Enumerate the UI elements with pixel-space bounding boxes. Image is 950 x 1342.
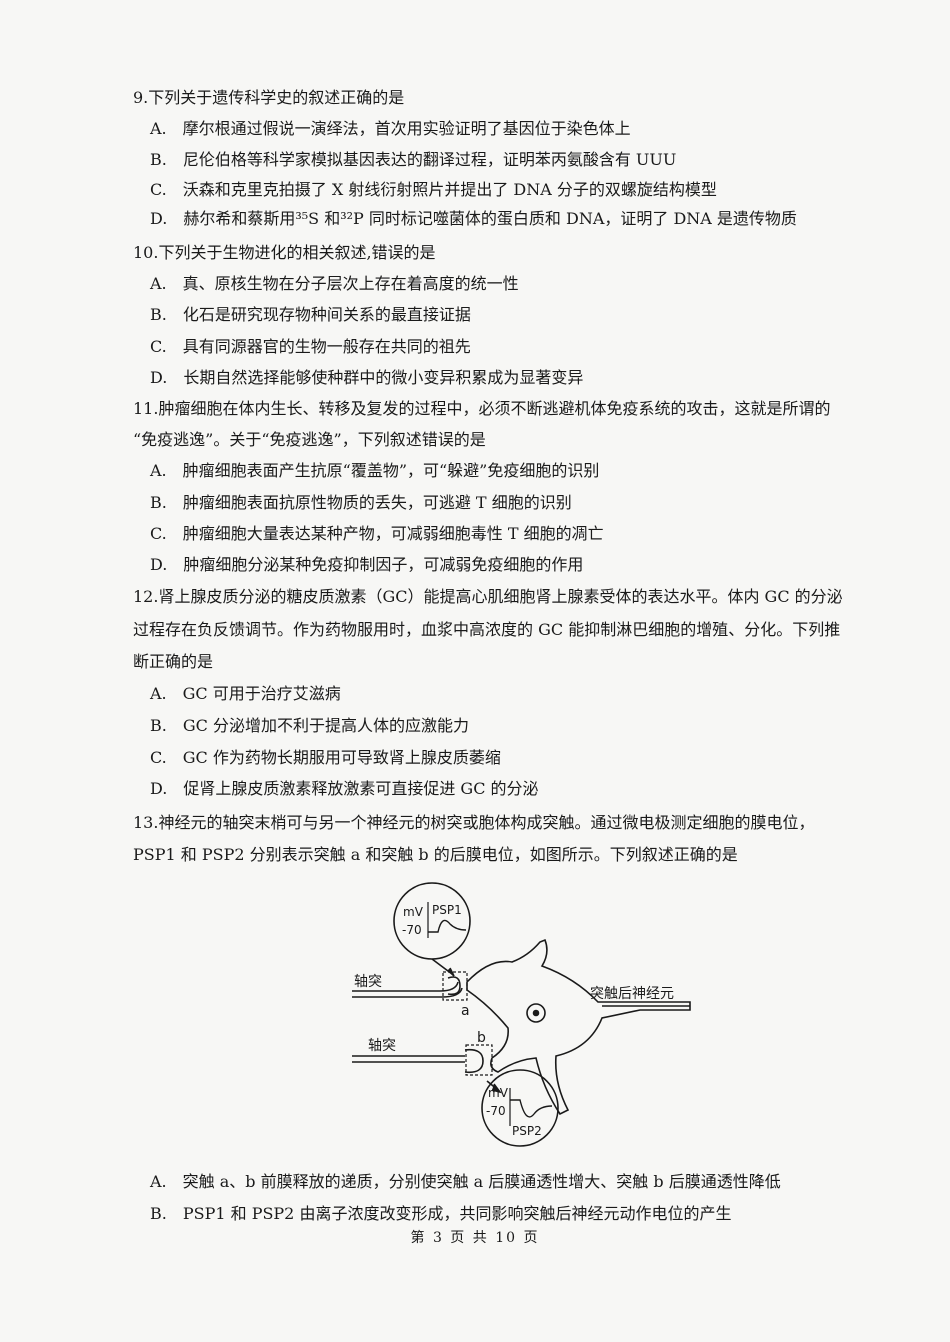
synapse-b-label: b: [477, 1030, 486, 1046]
psp2-unit: mV: [488, 1086, 509, 1100]
question-10-option-c: C. 具有同源器官的生物一般存在共同的祖先: [150, 337, 471, 356]
question-12-stem-line-3: 断正确的是: [133, 652, 214, 671]
question-11-stem-line-2: “免疫逃逸”。关于“免疫逃逸”，下列叙述错误的是: [133, 430, 486, 449]
psp2-value: -70: [486, 1104, 506, 1118]
question-11-option-d: D. 肿瘤细胞分泌某种免疫抑制因子，可减弱免疫细胞的作用: [150, 555, 584, 574]
question-13-stem-line-2: PSP1 和 PSP2 分别表示突触 a 和突触 b 的后膜电位，如图所示。下列…: [133, 845, 738, 864]
question-9-option-c: C. 沃森和克里克拍摄了 X 射线衍射照片并提出了 DNA 分子的双螺旋结构模型: [150, 180, 717, 199]
question-9-option-d: D. 赫尔希和蔡斯用³⁵S 和³²P 同时标记噬菌体的蛋白质和 DNA，证明了 …: [150, 209, 797, 228]
axon-upper: [352, 981, 459, 992]
postsynaptic-neuron-label: 突触后神经元: [590, 986, 674, 1002]
psp1-trace: [428, 919, 467, 933]
psp2-name: PSP2: [512, 1124, 542, 1138]
psp1-unit: mV: [403, 905, 424, 919]
question-10-option-b: B. 化石是研究现存物种间关系的最直接证据: [150, 305, 471, 324]
question-9-option-b: B. 尼伦伯格等科学家模拟基因表达的翻译过程，证明苯丙氨酸含有 UUU: [150, 150, 677, 169]
page-footer: 第 3 页 共 10 页: [410, 1230, 540, 1246]
question-13-stem-line-1: 13.神经元的轴突末梢可与另一个神经元的树突或胞体构成突触。通过微电极测定细胞的…: [133, 813, 815, 832]
psp1-circle: [393, 882, 471, 960]
question-12-option-d: D. 促肾上腺皮质激素释放激素可直接促进 GC 的分泌: [150, 779, 539, 798]
question-12-stem-line-1: 12.肾上腺皮质分泌的糖皮质激素（GC）能提高心肌细胞肾上腺素受体的表达水平。体…: [133, 587, 843, 606]
question-12-option-a: A. GC 可用于治疗艾滋病: [150, 684, 341, 703]
question-13-option-a: A. 突触 a、b 前膜释放的递质，分别使突触 a 后膜通透性增大、突触 b 后…: [150, 1172, 781, 1191]
psp2-trace: [510, 1099, 553, 1118]
question-10-stem: 10.下列关于生物进化的相关叙述,错误的是: [133, 243, 436, 262]
question-11-option-c: C. 肿瘤细胞大量表达某种产物，可减弱细胞毒性 T 细胞的凋亡: [150, 524, 604, 543]
question-9-option-a: A. 摩尔根通过假说一演绎法，首次用实验证明了基因位于染色体上: [150, 119, 631, 138]
question-11-option-b: B. 肿瘤细胞表面抗原性物质的丢失，可逃避 T 细胞的识别: [150, 493, 572, 512]
question-12-option-b: B. GC 分泌增加不利于提高人体的应激能力: [150, 716, 469, 735]
question-11-stem-line-1: 11.肿瘤细胞在体内生长、转移及复发的过程中，必须不断逃避机体免疫系统的攻击，这…: [133, 399, 831, 418]
synapse-a-terminal: [447, 976, 461, 996]
synapse-diagram: 轴突 轴突 突触后神经元 a b mV -70 PSP1 mV -70 PSP2: [352, 882, 691, 1147]
nucleus: [526, 1003, 546, 1023]
question-12-option-c: C. GC 作为药物长期服用可导致肾上腺皮质萎缩: [150, 748, 501, 767]
question-9-stem: 9.下列关于遗传科学史的叙述正确的是: [133, 88, 405, 107]
synapse-b-terminal: [464, 1048, 484, 1074]
question-10-option-a: A. 真、原核生物在分子层次上存在着高度的统一性: [150, 274, 519, 293]
psp2-circle: [481, 1069, 559, 1147]
axon-label-lower: 轴突: [368, 1038, 396, 1054]
question-11-option-a: A. 肿瘤细胞表面产生抗原“覆盖物”，可“躲避”免疫细胞的识别: [150, 461, 600, 480]
postsynaptic-neuron-body: [466, 938, 691, 1116]
psp1-value: -70: [402, 923, 422, 937]
psp1-name: PSP1: [432, 903, 462, 917]
question-13-option-b: B. PSP1 和 PSP2 由离子浓度改变形成，共同影响突触后神经元动作电位的…: [150, 1204, 732, 1223]
question-10-option-d: D. 长期自然选择能够使种群中的微小变异积累成为显著变异: [150, 368, 584, 387]
axon-label-upper: 轴突: [354, 974, 382, 990]
question-12-stem-line-2: 过程存在负反馈调节。作为药物服用时，血浆中高浓度的 GC 能抑制淋巴细胞的增殖、…: [133, 620, 841, 639]
synapse-a-label: a: [461, 1003, 470, 1019]
